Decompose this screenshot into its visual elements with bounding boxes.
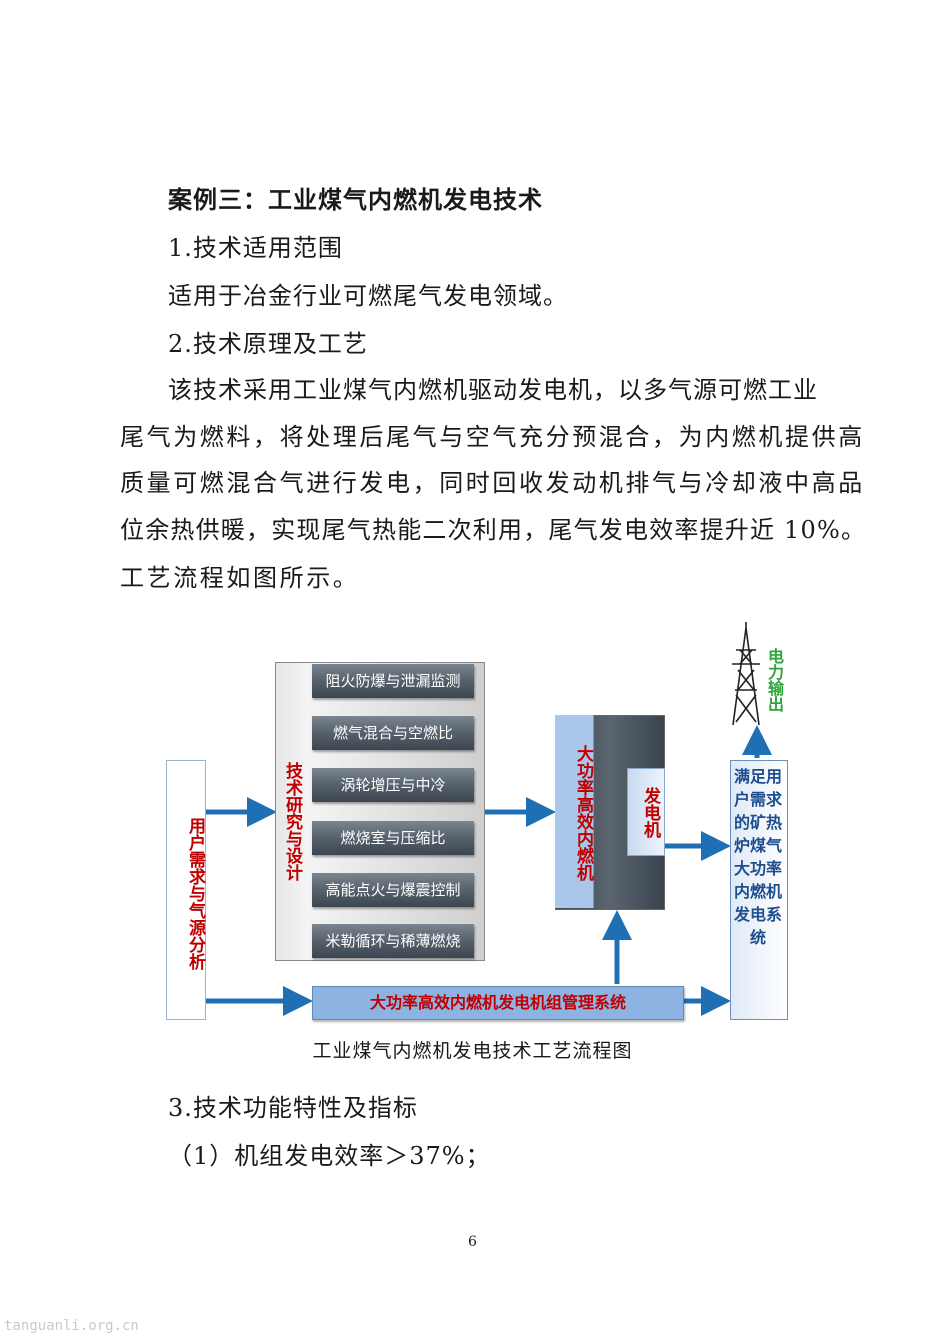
management-system-label: 大功率高效内燃机发电机组管理系统 [369, 993, 626, 1012]
transmission-tower-icon [732, 622, 760, 726]
section1-title: 1.技术适用范围 [168, 234, 343, 262]
figure-caption: 工业煤气内燃机发电技术工艺流程图 [312, 1040, 633, 1062]
result-system-box [730, 760, 788, 1020]
generator-box [627, 768, 665, 856]
engine-label: 大功率高效内燃机 [573, 745, 593, 881]
section2-line: 该技术采用工业煤气内燃机驱动发电机，以多气源可燃工业 [168, 376, 818, 404]
section3-item: （1）机组发电效率＞37%； [168, 1142, 491, 1170]
tech-item: 涡轮增压与中冷 [312, 768, 474, 802]
user-analysis-label: 用户需求与气源分析 [185, 816, 205, 970]
management-system-box [312, 986, 684, 1020]
tech-item: 燃烧室与压缩比 [312, 821, 474, 855]
watermark: tanguanli.org.cn [4, 1318, 139, 1334]
section1-text: 适用于冶金行业可燃尾气发电领域。 [168, 282, 568, 310]
section2-title: 2.技术原理及工艺 [168, 330, 368, 358]
power-output-label: 电力输出 [765, 648, 784, 712]
tech-design-label: 技术研究与设计 [282, 761, 302, 881]
user-analysis-box [166, 760, 206, 1020]
tech-item: 米勒循环与稀薄燃烧 [312, 924, 474, 958]
case-heading: 案例三：工业煤气内燃机发电技术 [168, 186, 543, 214]
tech-item: 燃气混合与空燃比 [312, 716, 474, 750]
generator-label: 发电机 [640, 786, 660, 838]
tech-item: 阻火防爆与泄漏监测 [312, 664, 474, 698]
section3-title: 3.技术功能特性及指标 [168, 1094, 418, 1122]
page-number: 6 [468, 1234, 477, 1250]
section2-line: 尾气为燃料，将处理后尾气与空气充分预混合，为内燃机提供高 [120, 423, 865, 451]
engine-panel [555, 715, 594, 908]
section2-line: 质量可燃混合气进行发电，同时回收发动机排气与冷却液中高品 [120, 469, 865, 497]
result-system-label: 满足用户需求的矿热炉煤气大功率内燃机发电系统 [734, 767, 783, 947]
section2-line: 工艺流程如图所示。 [120, 564, 360, 592]
tech-design-box [275, 662, 485, 961]
section2-line: 位余热供暖，实现尾气热能二次利用，尾气发电效率提升近 10%。 [120, 516, 867, 544]
tech-item: 高能点火与爆震控制 [312, 873, 474, 907]
